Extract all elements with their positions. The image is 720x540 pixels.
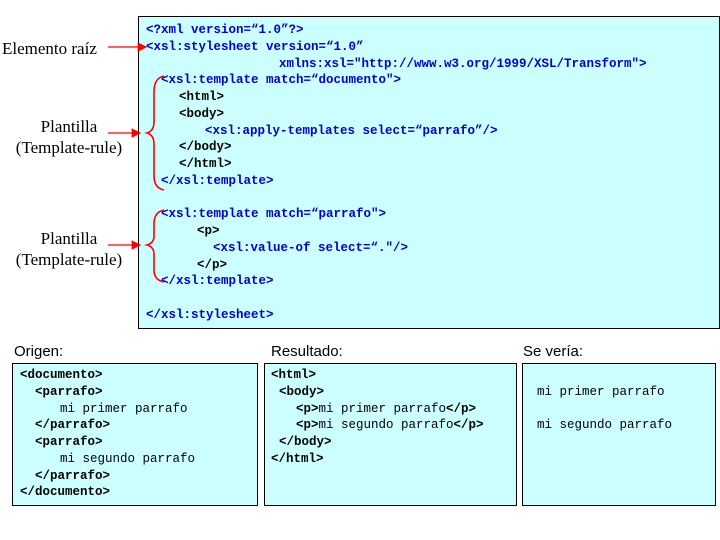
template-brace-1 (144, 75, 165, 191)
result-html-open: <html> (271, 368, 317, 382)
result-box: <html> <body> <p>mi primer parrafo</p> <… (264, 363, 517, 506)
parrafo-close-2: </parrafo> (35, 469, 111, 483)
documento-open: <documento> (20, 368, 103, 382)
origin-box: <documento> <parrafo> mi primer parrafo … (12, 363, 258, 506)
result-p-line-1: <p>mi primer parrafo</p> (296, 401, 476, 418)
parrafo-text-2: mi segundo parrafo (60, 452, 196, 466)
result-caption: Resultado: (271, 343, 343, 360)
html-close-tag: </html> (179, 157, 232, 171)
origin-caption: Origen: (14, 343, 64, 360)
result-p-open-2: <p> (296, 418, 319, 432)
stylesheet-namespace: xmlns:xsl="http://www.w3.org/1999/XSL/Tr… (279, 57, 647, 71)
view-caption: Se vería: (523, 343, 584, 360)
template-rule-label-1-subtitle: (Template-rule) (15, 138, 123, 157)
parrafo-open-2: <parrafo> (35, 435, 103, 449)
template-documento-open: <xsl:template match=“documento"> (161, 73, 402, 87)
template-rule-label-2: Plantilla (Template-rule) (6, 228, 132, 270)
result-body-open: <body> (279, 385, 325, 399)
html-open-tag: <html> (179, 90, 225, 104)
value-of-instruction: <xsl:value-of select=“."/> (213, 241, 409, 255)
template-rule-label-2-subtitle: (Template-rule) (15, 250, 123, 269)
template-rule-label-1-title: Plantilla (40, 117, 98, 136)
result-p-text-2: mi segundo parrafo (318, 418, 454, 432)
template-documento-close: </xsl:template> (161, 174, 274, 188)
result-p-close-1: </p> (446, 402, 477, 416)
result-p-close-2: </p> (453, 418, 484, 432)
p-close-tag: </p> (197, 258, 228, 272)
parrafo-open-1: <parrafo> (35, 385, 103, 399)
stylesheet-open-tag: <xsl:stylesheet version=“1.0” (146, 40, 364, 54)
template-rule-label-1: Plantilla (Template-rule) (6, 116, 132, 158)
view-box: mi primer parrafo mi segundo parrafo (522, 363, 716, 506)
stylesheet-box: <?xml version=“1.0”?> <xsl:stylesheet ve… (138, 16, 720, 329)
view-paragraph-2: mi segundo parrafo (537, 418, 673, 432)
apply-templates-instruction: <xsl:apply-templates select=“parrafo”/> (205, 124, 498, 138)
body-close-tag: </body> (179, 140, 232, 154)
result-body-close: </body> (279, 435, 332, 449)
view-paragraph-1: mi primer parrafo (537, 385, 665, 399)
parrafo-close-1: </parrafo> (35, 418, 111, 432)
result-p-open-1: <p> (296, 402, 319, 416)
result-p-line-2: <p>mi segundo parrafo</p> (296, 417, 484, 434)
result-html-close: </html> (271, 452, 324, 466)
template-parrafo-close: </xsl:template> (161, 274, 274, 288)
root-element-label: Elemento raíz (2, 39, 97, 58)
parrafo-text-1: mi primer parrafo (60, 402, 188, 416)
template-brace-2 (144, 209, 165, 283)
p-open-tag: <p> (197, 224, 220, 238)
template-parrafo-open: <xsl:template match=“parrafo"> (161, 207, 387, 221)
stylesheet-close-tag: </xsl:stylesheet> (146, 308, 274, 322)
template-rule-label-2-title: Plantilla (40, 229, 98, 248)
documento-close: </documento> (20, 485, 111, 499)
xml-declaration: <?xml version=“1.0”?> (146, 23, 304, 37)
body-open-tag: <body> (179, 107, 225, 121)
annotation-arrows (108, 42, 165, 283)
result-p-text-1: mi primer parrafo (318, 402, 447, 416)
